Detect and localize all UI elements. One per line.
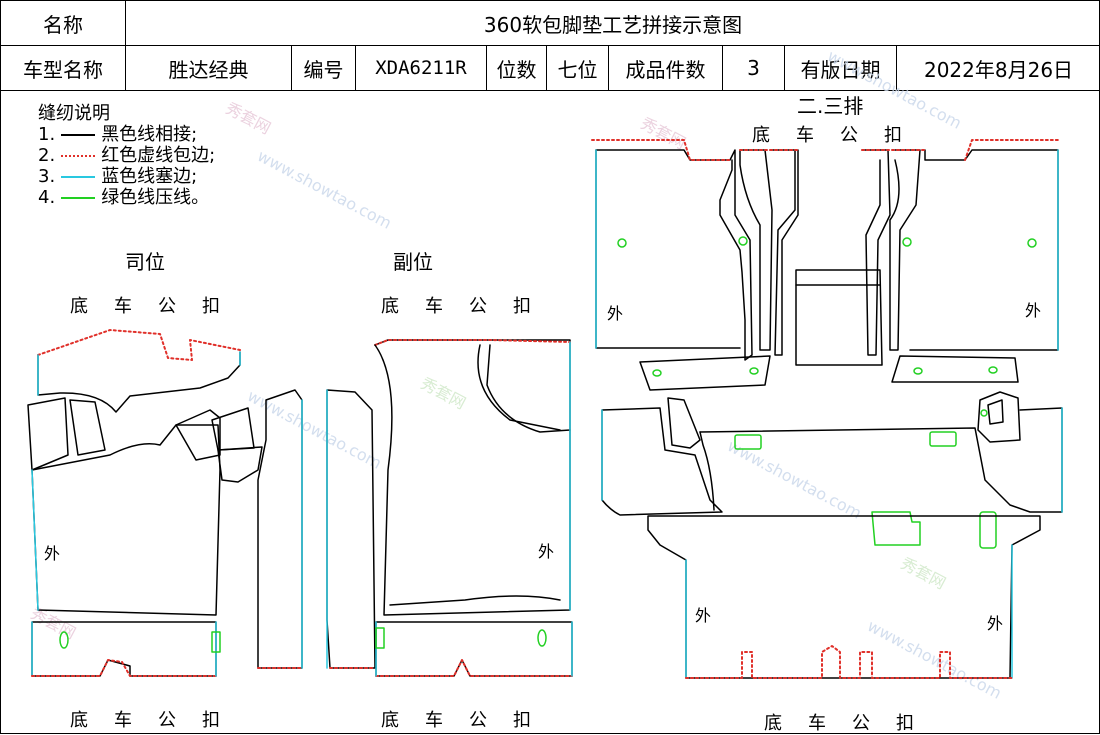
rear-mats (592, 140, 1062, 678)
passenger-mat (327, 340, 572, 676)
driver-mat (28, 330, 302, 676)
